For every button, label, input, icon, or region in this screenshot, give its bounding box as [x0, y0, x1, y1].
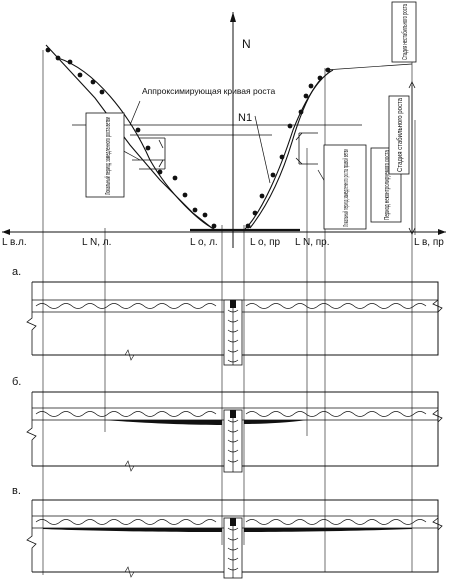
n-axis-label: N — [242, 37, 251, 51]
left-branch-label-box: Локальный период замедленного роста ветв… — [85, 112, 125, 198]
label-l-opr: L о, пр — [250, 237, 281, 248]
curve-label: Аппроксимирующая кривая роста — [142, 86, 275, 96]
crack-b — [105, 420, 307, 425]
unstable-label: Стадия нестабильного роста — [401, 4, 409, 60]
crack-c — [43, 528, 412, 532]
label-l-npr: L N, пр. — [295, 237, 330, 248]
n1-label: N1 — [238, 112, 252, 124]
panel-b-label: б. — [12, 376, 21, 388]
unstable-label-box: Стадия нестабильного роста — [391, 1, 417, 63]
left-branch — [45, 44, 217, 230]
panel-a: а. — [12, 266, 443, 366]
panel-c: в. — [12, 485, 443, 579]
panel-b: б. — [12, 376, 443, 473]
label-l-vpr: L в, пр — [414, 237, 444, 248]
x-axis-labels: L в.л. L N, л. L о, л. L о, пр L N, пр. … — [2, 237, 444, 248]
panel-c-label: в. — [12, 485, 21, 497]
callout-leaders — [117, 100, 326, 184]
label-l-vl: L в.л. — [2, 237, 27, 248]
stable-label: Стадия стабильного роста — [396, 98, 404, 172]
stable-label-box: Стадия стабильного роста — [388, 95, 410, 175]
left-data-points — [45, 47, 217, 229]
label-l-ol: L о, л. — [190, 237, 218, 248]
right-branch — [244, 67, 416, 235]
right-branch-label: Локальный период замедленного роста прав… — [342, 149, 350, 227]
panel-a-label: а. — [12, 266, 21, 278]
right-slowdown-bracket — [295, 132, 318, 165]
left-branch-label: Локальный период замедленного роста ветв… — [104, 117, 112, 195]
n-axis: N — [230, 12, 251, 248]
x-axis — [2, 228, 446, 235]
label-l-nl: L N, л. — [82, 237, 111, 248]
right-data-points — [245, 67, 331, 229]
left-slowdown-bracket — [132, 137, 166, 170]
uncontrolled-label: Период неконтролируемого роста — [384, 150, 391, 220]
right-branch-label-box: Локальный период замедленного роста прав… — [323, 144, 367, 230]
